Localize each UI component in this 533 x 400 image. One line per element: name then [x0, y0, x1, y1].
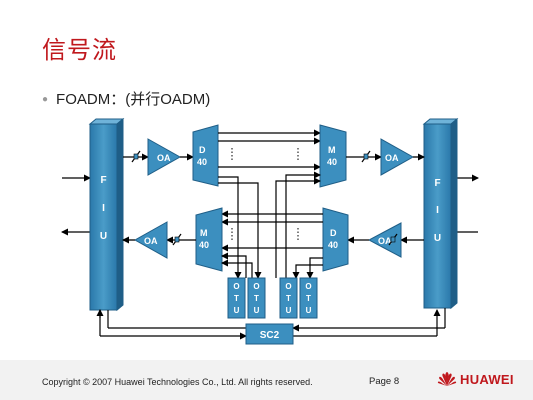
foadm-signal-flow-diagram: F I U F I U OA D 40 M 40	[61, 117, 479, 345]
svg-text:U: U	[100, 231, 107, 242]
fiu-right-block: F I U	[422, 117, 459, 310]
oa-amplifier-bottom-left: OA	[133, 221, 168, 259]
svg-text:T: T	[234, 294, 239, 303]
svg-text:F: F	[434, 178, 440, 189]
svg-text:U: U	[306, 306, 312, 315]
svg-text:U: U	[434, 233, 441, 244]
svg-text:I: I	[436, 205, 439, 216]
mux-m40-bottom: M 40	[195, 207, 223, 272]
huawei-logo: HUAWEI	[437, 371, 514, 387]
svg-text:M: M	[328, 145, 336, 155]
fiu-left-block: F I U	[88, 117, 125, 312]
svg-text:O: O	[285, 282, 291, 291]
mux-m40-top: M 40	[319, 124, 347, 188]
demux-d40-bottom: D 40	[322, 207, 349, 272]
svg-text:O: O	[253, 282, 259, 291]
attenuator-icon	[131, 150, 141, 163]
bullet-dot-icon: ●	[42, 94, 49, 105]
svg-text:U: U	[234, 306, 240, 315]
svg-text:40: 40	[197, 157, 207, 167]
svg-text:OA: OA	[157, 153, 171, 163]
svg-text:T: T	[286, 294, 291, 303]
demux-d40-top: D 40	[192, 124, 219, 187]
otu-block-4: O T U	[299, 277, 318, 319]
svg-text:40: 40	[328, 240, 338, 250]
attenuator-icon	[172, 233, 182, 246]
page-number: Page 8	[369, 376, 400, 387]
svg-text:D: D	[330, 228, 337, 238]
svg-text:U: U	[254, 306, 260, 315]
oa-amplifier-top-right: OA	[380, 138, 415, 176]
otu-block-1: O T U	[227, 277, 246, 319]
bullet-item: ● FOADM：(并行OADM)	[42, 88, 210, 109]
svg-text:I: I	[102, 203, 105, 214]
svg-text:D: D	[199, 145, 206, 155]
svg-text:OA: OA	[144, 236, 158, 246]
sc2-block: SC2	[245, 323, 294, 345]
brand-name: HUAWEI	[460, 371, 514, 387]
attenuator-icon	[361, 150, 371, 163]
attenuator-icon	[388, 233, 398, 246]
svg-text:F: F	[100, 175, 106, 186]
svg-text:OA: OA	[378, 236, 392, 246]
svg-text:SC2: SC2	[260, 330, 280, 341]
svg-text:T: T	[254, 294, 259, 303]
oa-amplifier-bottom-right: OA	[367, 222, 402, 258]
svg-text:O: O	[233, 282, 239, 291]
svg-text:O: O	[305, 282, 311, 291]
svg-text:U: U	[286, 306, 292, 315]
bullet-text: FOADM：(并行OADM)	[56, 91, 211, 108]
svg-text:40: 40	[327, 157, 337, 167]
huawei-flower-icon	[437, 372, 457, 386]
svg-text:OA: OA	[385, 153, 399, 163]
slide-title: 信号流	[42, 36, 117, 64]
copyright-text: Copyright © 2007 Huawei Technologies Co.…	[42, 377, 313, 387]
otu-block-3: O T U	[279, 277, 298, 319]
footer-bar	[0, 360, 533, 400]
svg-text:M: M	[200, 228, 208, 238]
oa-amplifier-top-left: OA	[147, 138, 182, 176]
otu-block-2: O T U	[247, 277, 266, 319]
svg-text:40: 40	[199, 240, 209, 250]
svg-text:T: T	[306, 294, 311, 303]
